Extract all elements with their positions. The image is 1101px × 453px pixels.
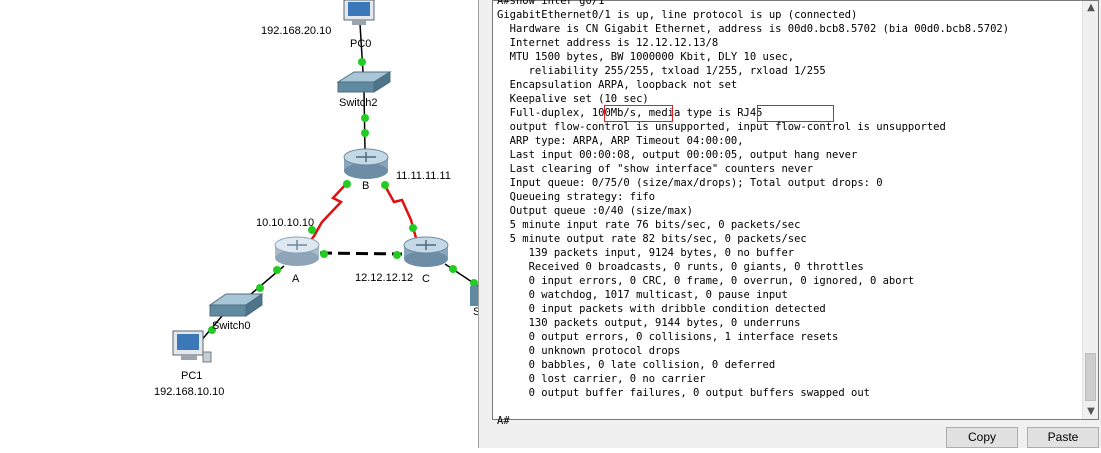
terminal-line: Output queue :0/40 (size/max) [497, 205, 693, 217]
terminal-line: 0 input errors, 0 CRC, 0 frame, 0 overru… [497, 275, 915, 287]
router-a-icon[interactable] [274, 236, 320, 266]
terminal-line: 0 lost carrier, 0 no carrier [497, 373, 706, 385]
router-b-ip-label: 11.11.11.11 [396, 170, 451, 182]
pc0-name-label: PC0 [350, 38, 372, 50]
terminal-line: Internet address is 12.12.12.13/8 [497, 37, 719, 49]
terminal-line: GigabitEthernet0/1 is up, line protocol … [497, 9, 858, 21]
terminal-line: 0 output errors, 0 collisions, 1 interfa… [497, 331, 839, 343]
topology-canvas[interactable]: 192.168.20.10 PC0 Switch2 B 11.11.11.11 … [0, 0, 481, 448]
paste-button[interactable]: Paste [1027, 427, 1099, 448]
switch0-icon[interactable] [208, 293, 264, 317]
router-c-name-label: C [422, 273, 430, 285]
terminal-line: Input queue: 0/75/0 (size/max/drops); To… [497, 177, 883, 189]
terminal-line: 130 packets output, 9144 bytes, 0 underr… [497, 317, 801, 329]
terminal-line: 0 output buffer failures, 0 output buffe… [497, 387, 870, 399]
terminal-line: MTU 1500 bytes, BW 1000000 Kbit, DLY 10 … [497, 51, 795, 63]
terminal-line: 5 minute input rate 76 bits/sec, 0 packe… [497, 219, 801, 231]
speed-highlight-box [604, 105, 673, 122]
terminal-output: A#show inter g0/1 GigabitEthernet0/1 is … [497, 0, 1009, 428]
router-c-icon[interactable] [403, 236, 449, 267]
serial-link-b-a[interactable] [307, 181, 349, 245]
copy-button[interactable]: Copy [946, 427, 1018, 448]
terminal-line: Hardware is CN Gigabit Ethernet, address… [497, 23, 1010, 35]
link-a-c[interactable] [319, 251, 403, 256]
partial-switch-label: S [473, 306, 481, 318]
terminal-line: Queueing strategy: fifo [497, 191, 656, 203]
scrollbar-thumb[interactable] [1085, 353, 1096, 401]
terminal-line: reliability 255/255, txload 1/255, rxloa… [497, 65, 826, 77]
switch0-name-label: Switch0 [212, 320, 251, 332]
terminal-line: Encapsulation ARPA, loopback not set [497, 79, 738, 91]
terminal-line: Keepalive set (10 sec) [497, 93, 649, 105]
terminal-line: Last input 00:00:08, output 00:00:05, ou… [497, 149, 858, 161]
terminal-line: 0 watchdog, 1017 multicast, 0 pause inpu… [497, 289, 788, 301]
terminal-line: 139 packets input, 9124 bytes, 0 no buff… [497, 247, 795, 259]
pc0-ip-label: 192.168.20.10 [261, 25, 332, 37]
topology-svg [172, 0, 479, 363]
cli-terminal[interactable]: A#show inter g0/1 GigabitEthernet0/1 is … [492, 0, 1099, 427]
switch2-icon[interactable] [336, 71, 392, 93]
scroll-up-icon[interactable]: ▲ [1087, 2, 1095, 13]
router-b-name-label: B [362, 180, 370, 192]
scroll-down-icon[interactable]: ▼ [1087, 406, 1095, 417]
terminal-line: 0 babbles, 0 late collision, 0 deferred [497, 359, 776, 371]
media-type-highlight-box [757, 105, 834, 122]
pc1-name-label: PC1 [181, 370, 203, 382]
router-a-ip-label: 10.10.10.10 [256, 217, 315, 229]
terminal-line: output flow-control is unsupported, inpu… [497, 121, 946, 133]
terminal-line: Last clearing of "show interface" counte… [497, 163, 814, 175]
terminal-line: A# [497, 415, 510, 427]
pc0-icon[interactable] [343, 0, 375, 25]
switch-partial-icon[interactable] [470, 286, 478, 306]
router-c-ip-label: 12.12.12.12 [355, 272, 414, 284]
terminal-scrollbar[interactable]: ▲ ▼ [1082, 1, 1098, 419]
switch2-name-label: Switch2 [339, 97, 378, 109]
terminal-line: 5 minute output rate 82 bits/sec, 0 pack… [497, 233, 807, 245]
terminal-line: 0 unknown protocol drops [497, 345, 681, 357]
cli-pane: A#show inter g0/1 GigabitEthernet0/1 is … [478, 0, 1101, 448]
router-b-icon[interactable] [343, 148, 389, 179]
pc1-icon[interactable] [172, 330, 212, 363]
router-a-name-label: A [292, 273, 300, 285]
terminal-line: A#show inter g0/1 [497, 0, 605, 7]
terminal-line: ARP type: ARPA, ARP Timeout 04:00:00, [497, 135, 744, 147]
terminal-line: 0 input packets with dribble condition d… [497, 303, 826, 315]
pc1-ip-label: 192.168.10.10 [154, 386, 225, 398]
terminal-line: Received 0 broadcasts, 0 runts, 0 giants… [497, 261, 864, 273]
